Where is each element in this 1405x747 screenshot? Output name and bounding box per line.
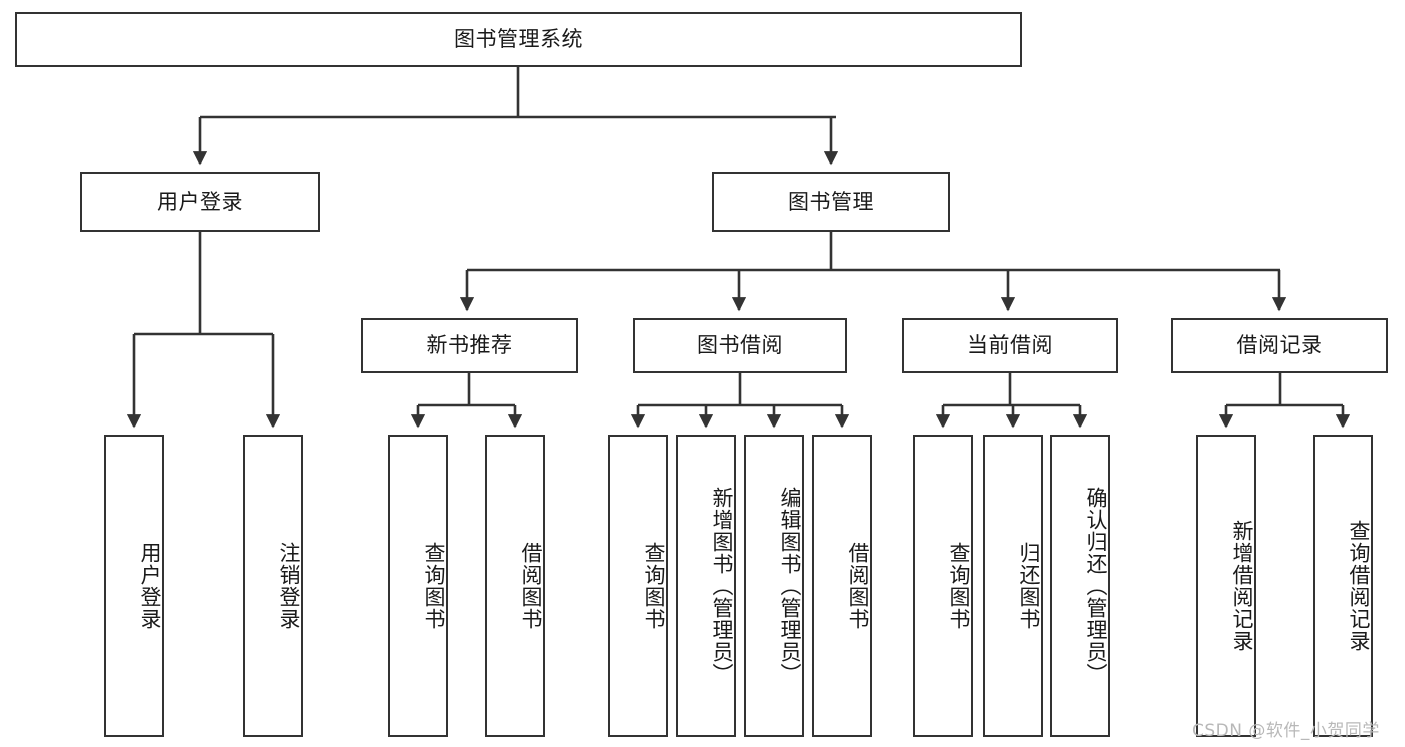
node-leaf-query-borrow-record-label: 查询借阅记录 xyxy=(1347,520,1371,652)
node-root[interactable]: 图书管理系统 xyxy=(15,12,1022,67)
node-leaf-borrow-book-label: 借阅图书 xyxy=(846,542,870,630)
node-leaf-add-book-admin[interactable]: 新增图书（管理员） xyxy=(676,435,736,737)
node-leaf-query-book-recommend-label: 查询图书 xyxy=(422,542,446,630)
node-leaf-query-borrow-record[interactable]: 查询借阅记录 xyxy=(1313,435,1373,737)
node-leaf-confirm-return-admin-label: 确认归还（管理员） xyxy=(1084,487,1108,685)
node-leaf-add-borrow-record-label: 新增借阅记录 xyxy=(1230,520,1254,652)
node-leaf-return-book[interactable]: 归还图书 xyxy=(983,435,1043,737)
node-current-borrow-label: 当前借阅 xyxy=(967,333,1053,358)
node-leaf-borrow-book-recommend-label: 借阅图书 xyxy=(519,542,543,630)
node-root-label: 图书管理系统 xyxy=(454,27,583,52)
node-book-management-label: 图书管理 xyxy=(788,189,874,214)
node-leaf-query-book-current[interactable]: 查询图书 xyxy=(913,435,973,737)
node-book-borrow[interactable]: 图书借阅 xyxy=(633,318,847,373)
node-current-borrow[interactable]: 当前借阅 xyxy=(902,318,1118,373)
node-leaf-query-book-current-label: 查询图书 xyxy=(947,542,971,630)
node-leaf-return-book-label: 归还图书 xyxy=(1017,542,1041,630)
node-leaf-query-book-borrow-label: 查询图书 xyxy=(642,542,666,630)
node-user-login-label: 用户登录 xyxy=(157,189,243,214)
node-leaf-query-book-borrow[interactable]: 查询图书 xyxy=(608,435,668,737)
node-leaf-edit-book-admin-label: 编辑图书（管理员） xyxy=(778,487,802,685)
node-leaf-edit-book-admin[interactable]: 编辑图书（管理员） xyxy=(744,435,804,737)
node-book-borrow-label: 图书借阅 xyxy=(697,333,783,358)
node-leaf-user-logout-label: 注销登录 xyxy=(277,542,301,630)
node-leaf-confirm-return-admin[interactable]: 确认归还（管理员） xyxy=(1050,435,1110,737)
node-leaf-user-logout[interactable]: 注销登录 xyxy=(243,435,303,737)
node-borrow-record[interactable]: 借阅记录 xyxy=(1171,318,1388,373)
node-new-book-recommend-label: 新书推荐 xyxy=(426,333,513,358)
node-new-book-recommend[interactable]: 新书推荐 xyxy=(361,318,578,373)
node-book-management[interactable]: 图书管理 xyxy=(712,172,950,232)
node-leaf-borrow-book-recommend[interactable]: 借阅图书 xyxy=(485,435,545,737)
node-leaf-add-borrow-record[interactable]: 新增借阅记录 xyxy=(1196,435,1256,737)
node-leaf-user-login[interactable]: 用户登录 xyxy=(104,435,164,737)
node-leaf-user-login-label: 用户登录 xyxy=(138,542,162,630)
node-leaf-borrow-book[interactable]: 借阅图书 xyxy=(812,435,872,737)
node-user-login[interactable]: 用户登录 xyxy=(80,172,320,232)
node-leaf-query-book-recommend[interactable]: 查询图书 xyxy=(388,435,448,737)
node-borrow-record-label: 借阅记录 xyxy=(1236,333,1323,358)
node-leaf-add-book-admin-label: 新增图书（管理员） xyxy=(710,487,734,685)
csdn-watermark: CSDN @软件_小贺同学 xyxy=(1192,721,1380,741)
